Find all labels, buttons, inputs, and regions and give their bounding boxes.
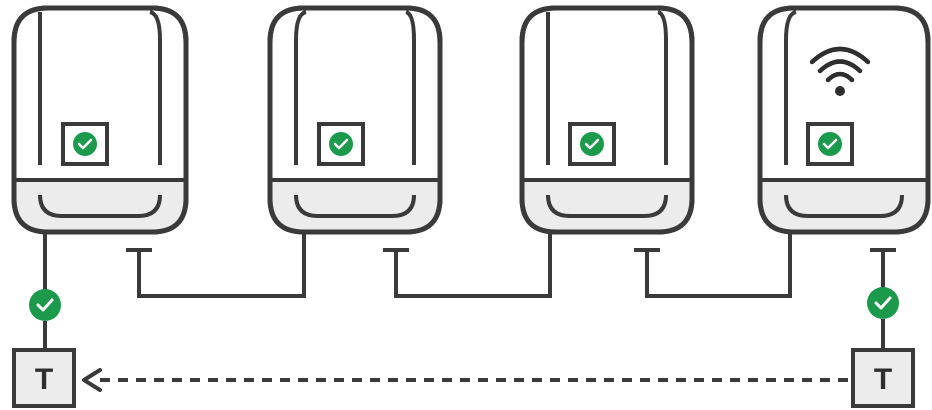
wifi-icon <box>809 46 871 96</box>
inverter-smile <box>38 194 162 218</box>
inverter-smile <box>784 194 904 218</box>
inverter-smile <box>546 194 668 218</box>
right-terminator-branch <box>867 248 899 350</box>
inverter-bottom-band <box>760 180 928 232</box>
inverter-outline-overlay <box>519 5 695 235</box>
inverter-3 <box>519 5 695 235</box>
display-frame <box>317 122 365 166</box>
dashed-arrow-left-icon <box>82 368 848 392</box>
chain-cable-1-2 <box>126 232 306 298</box>
check-icon <box>818 132 842 156</box>
left-terminator-branch <box>29 232 61 350</box>
terminator-right: T <box>851 348 915 408</box>
display-frame <box>568 122 616 166</box>
chain-cable-3-4 <box>634 232 792 298</box>
inverter-outline-overlay <box>267 5 443 235</box>
inverter-outline-overlay <box>757 5 931 235</box>
check-icon <box>73 132 97 156</box>
check-icon <box>580 132 604 156</box>
inverter-bottom-band <box>522 180 692 232</box>
inverter-inner-left <box>294 10 307 165</box>
inverter-bottom-band <box>14 180 186 232</box>
inverter-inner-right <box>657 10 668 165</box>
inverter-inner-right <box>149 10 162 165</box>
check-icon <box>29 289 61 321</box>
inverter-2 <box>267 5 443 235</box>
chain-cable-2-3 <box>383 232 552 298</box>
terminator-label: T <box>35 363 53 396</box>
inverter-1 <box>11 5 189 235</box>
inverter-inner-left <box>784 10 797 165</box>
inverter-inner-right <box>405 10 416 165</box>
check-icon <box>329 132 353 156</box>
inverter-smile <box>294 194 416 218</box>
inverter-outline-overlay <box>11 5 189 235</box>
check-icon <box>867 287 899 319</box>
inverter-4 <box>757 5 931 235</box>
inverter-bottom-band <box>270 180 440 232</box>
terminator-left: T <box>12 348 76 408</box>
terminator-label: T <box>874 363 892 396</box>
